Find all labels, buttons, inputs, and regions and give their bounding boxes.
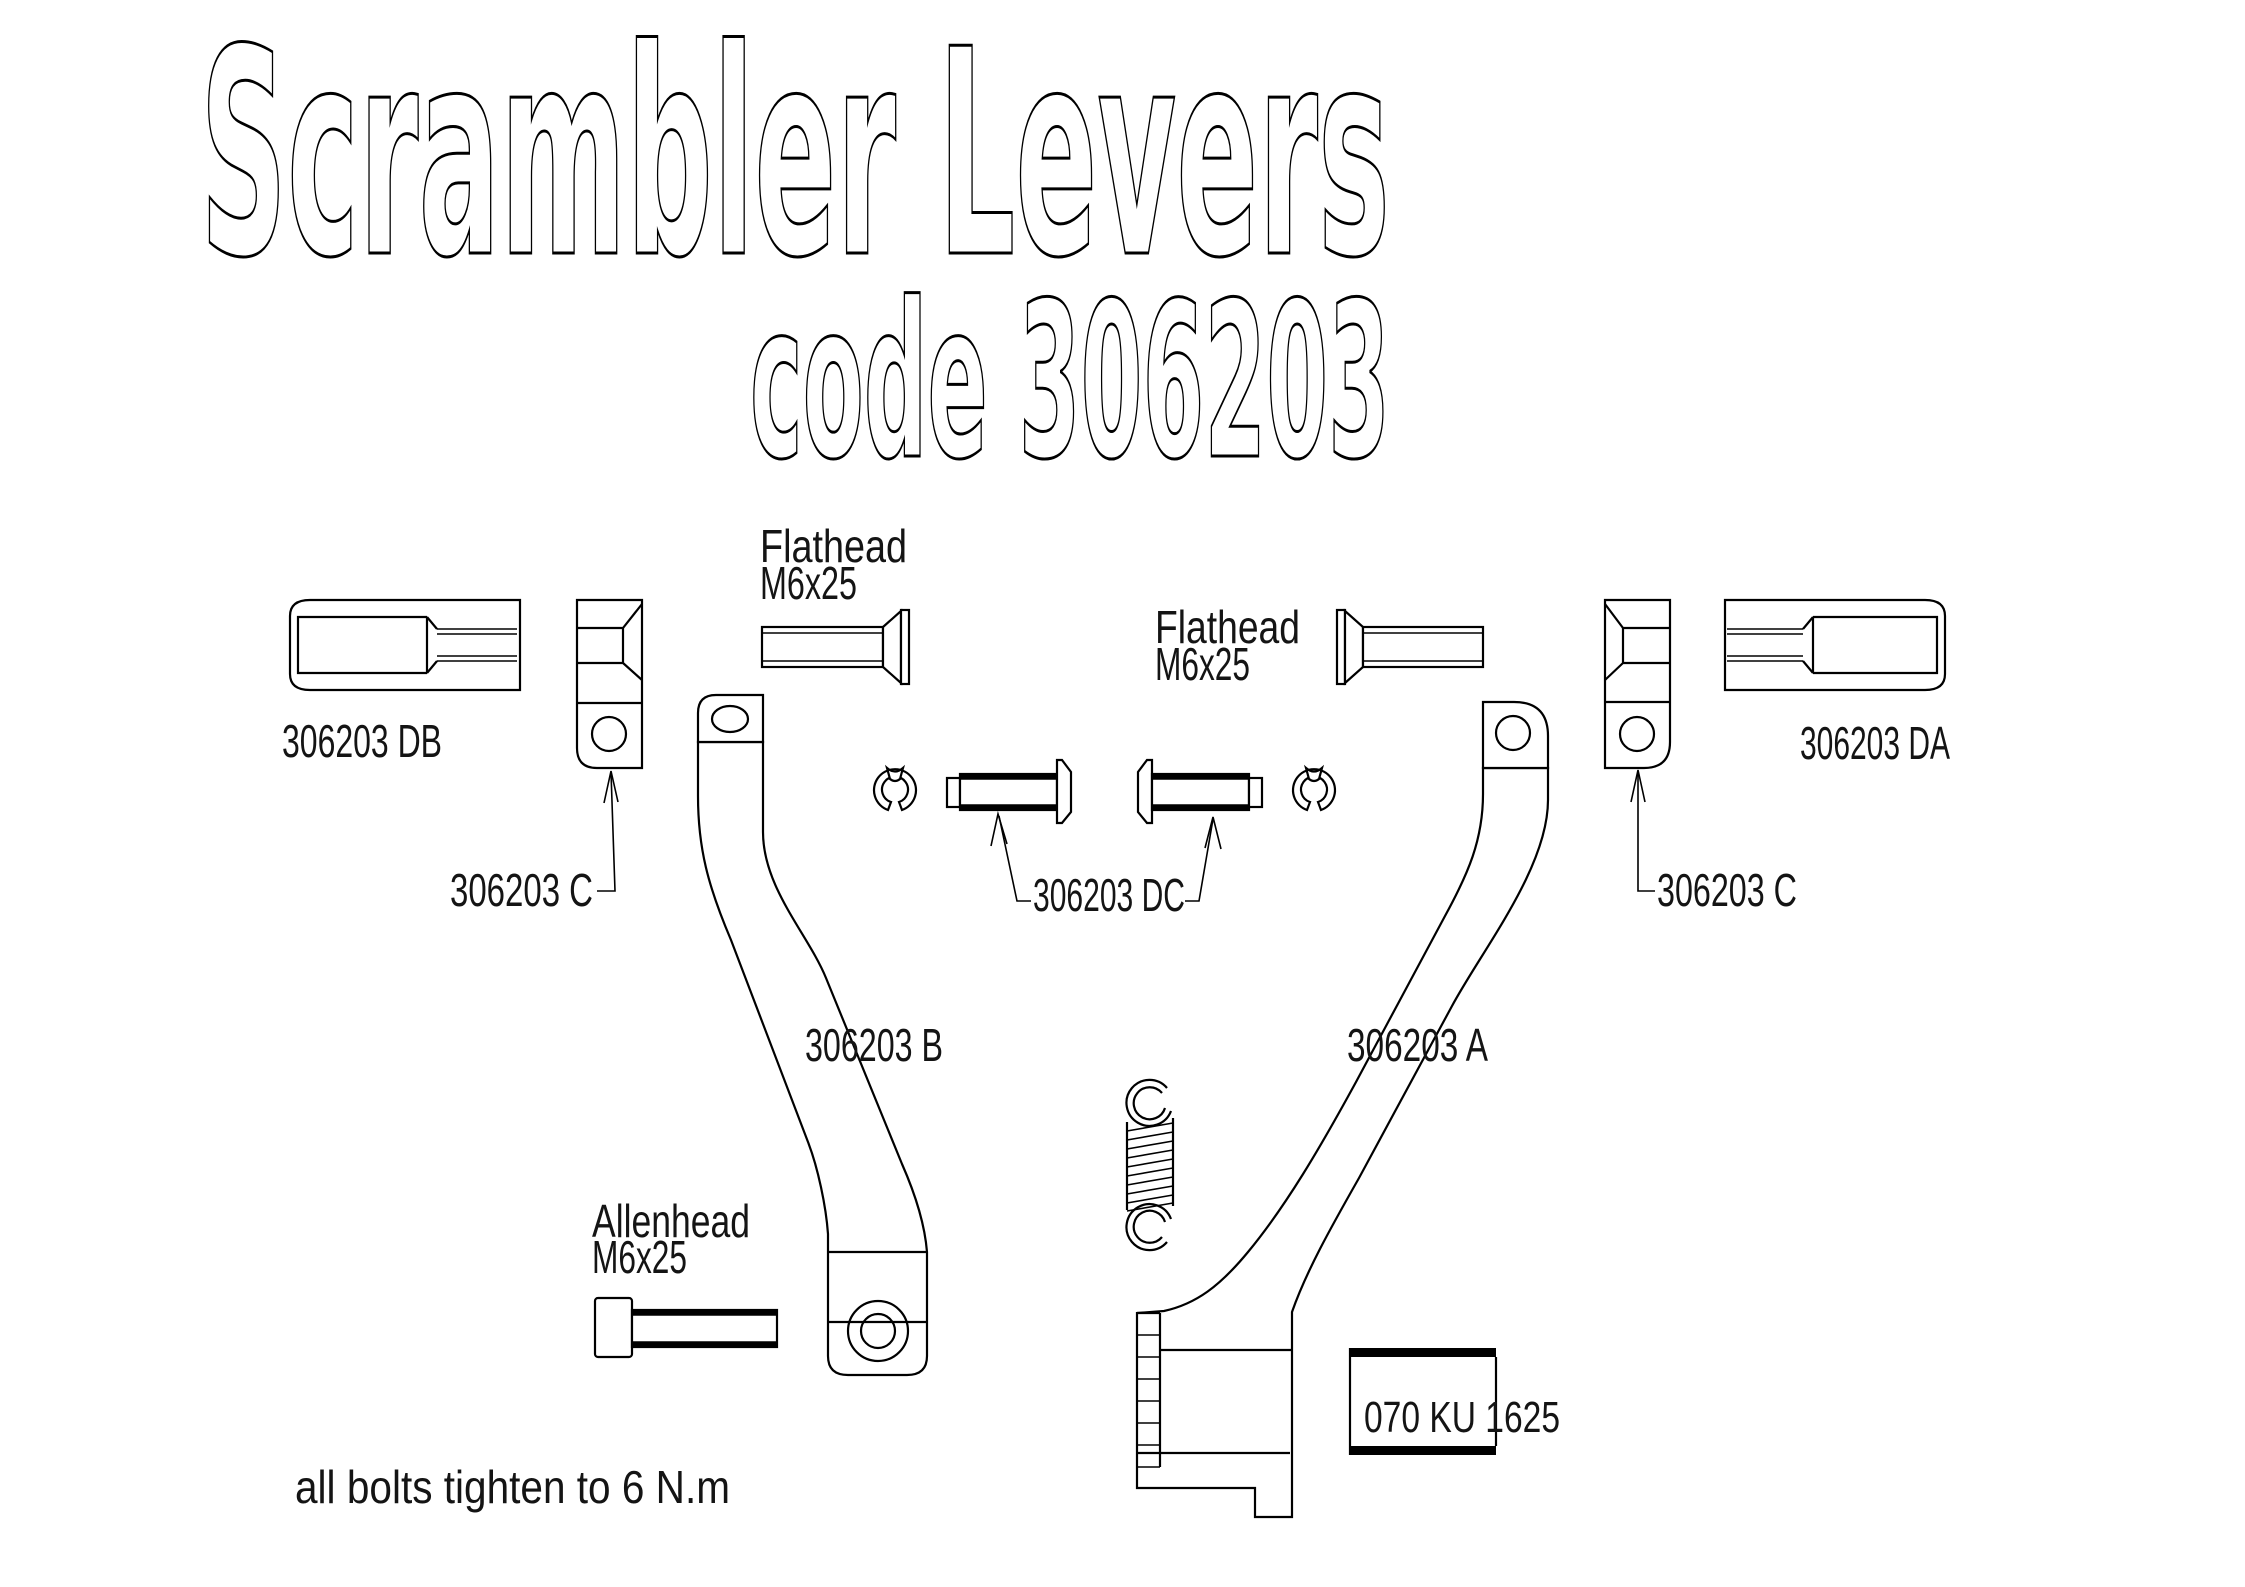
part-da-drawing bbox=[1723, 598, 1947, 692]
leader-c-right bbox=[1630, 769, 1655, 892]
e-clip-left-drawing bbox=[872, 764, 918, 812]
allenhead-bolt-drawing bbox=[593, 1296, 779, 1359]
spring-drawing bbox=[1125, 1078, 1175, 1252]
pin-left-drawing bbox=[945, 758, 1073, 825]
label-allenhead-name: Allenhead bbox=[592, 1195, 750, 1247]
label-part-dc: 306203 DC bbox=[1033, 869, 1185, 921]
stamp-text: 070 KU 1625 bbox=[1364, 1393, 1560, 1442]
label-part-c-left: 306203 C bbox=[450, 864, 593, 916]
torque-note: all bolts tighten to 6 N.m bbox=[295, 1461, 730, 1513]
lever-a-drawing bbox=[1135, 700, 1550, 1519]
label-part-lever-b: 306203 B bbox=[805, 1019, 943, 1071]
label-part-lever-a: 306203 A bbox=[1347, 1019, 1488, 1071]
part-c-right-drawing bbox=[1603, 598, 1672, 770]
label-part-da: 306203 DA bbox=[1800, 717, 1950, 769]
e-clip-right-drawing bbox=[1291, 764, 1337, 812]
label-part-c-right: 306203 C bbox=[1657, 864, 1797, 916]
part-db-drawing bbox=[288, 598, 522, 692]
pin-right-drawing bbox=[1136, 758, 1264, 825]
label-flathead-right-size: M6x25 bbox=[1155, 638, 1250, 690]
flathead-bolt-right-drawing bbox=[1335, 608, 1485, 686]
label-allenhead-size: M6x25 bbox=[592, 1231, 687, 1283]
lever-b-drawing bbox=[696, 693, 929, 1377]
flathead-bolt-left-drawing bbox=[760, 608, 911, 686]
leader-c-left bbox=[597, 770, 619, 892]
label-flathead-right-name: Flathead bbox=[1155, 601, 1300, 653]
label-flathead-left-name: Flathead bbox=[760, 520, 907, 572]
part-c-left-drawing bbox=[575, 598, 644, 770]
stamp-box bbox=[1348, 1348, 1498, 1455]
page-title: Scrambler Levers bbox=[200, 0, 1390, 321]
label-flathead-left-size: M6x25 bbox=[760, 557, 857, 609]
label-part-db: 306203 DB bbox=[282, 715, 442, 767]
page-subtitle-code: code 306203 bbox=[750, 256, 1390, 507]
leader-dc bbox=[990, 810, 1222, 902]
